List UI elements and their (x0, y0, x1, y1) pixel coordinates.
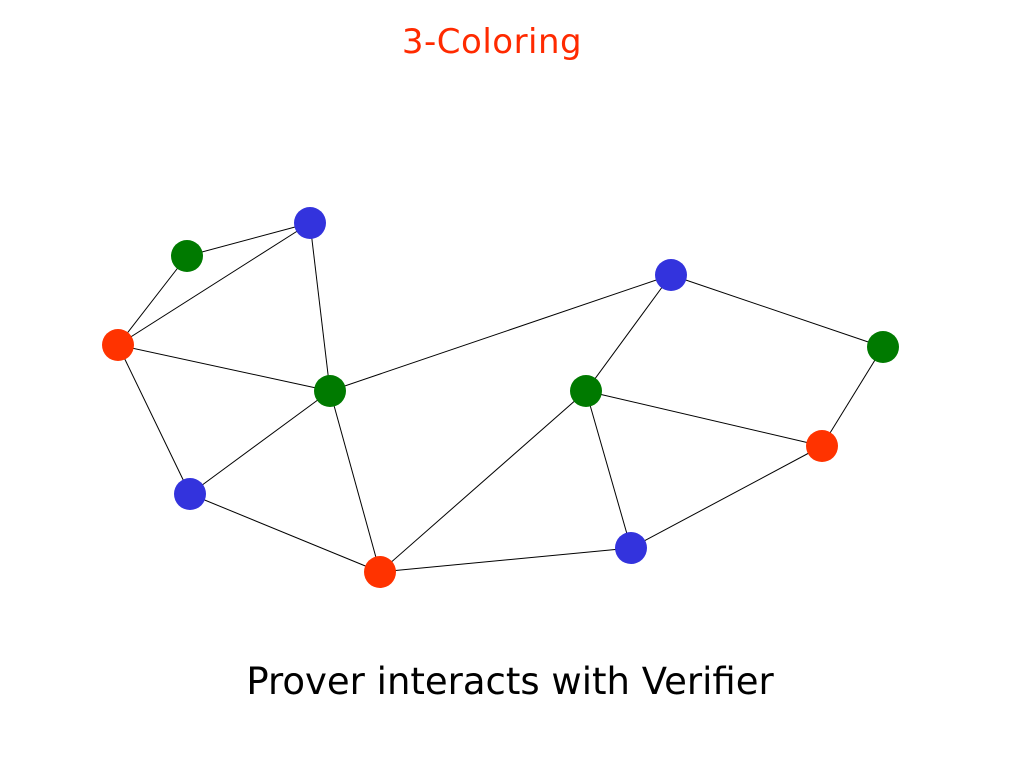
graph-nodes (102, 207, 899, 588)
edge-n4-n5 (189, 390, 331, 495)
edge-n6-n8 (379, 390, 587, 573)
node-blue (294, 207, 326, 239)
edge-n7-n8 (585, 274, 672, 392)
node-blue (174, 478, 206, 510)
edge-n1-n3 (117, 255, 188, 346)
node-blue (655, 259, 687, 291)
edge-n9-n10 (821, 346, 884, 447)
edge-n5-n6 (189, 493, 381, 573)
slide-title: 3-Coloring (401, 22, 583, 62)
graph-edges (117, 222, 884, 573)
edge-n7-n9 (670, 274, 884, 348)
node-blue (615, 532, 647, 564)
node-green (570, 375, 602, 407)
edge-n8-n11 (585, 390, 632, 549)
node-red (364, 556, 396, 588)
edge-n3-n5 (117, 344, 191, 495)
edge-n3-n4 (117, 344, 331, 392)
edge-n2-n3 (117, 222, 311, 346)
node-green (867, 331, 899, 363)
node-green (171, 240, 203, 272)
slide-caption: Prover interacts with Verifier (246, 660, 774, 703)
edge-n8-n10 (585, 390, 823, 447)
node-red (806, 430, 838, 462)
edge-n4-n7 (329, 274, 672, 392)
edge-n1-n2 (186, 222, 311, 257)
edge-n2-n4 (309, 222, 331, 392)
node-green (314, 375, 346, 407)
edge-n10-n11 (630, 445, 823, 549)
edge-n6-n11 (379, 547, 632, 573)
edge-n4-n6 (329, 390, 381, 573)
node-red (102, 329, 134, 361)
